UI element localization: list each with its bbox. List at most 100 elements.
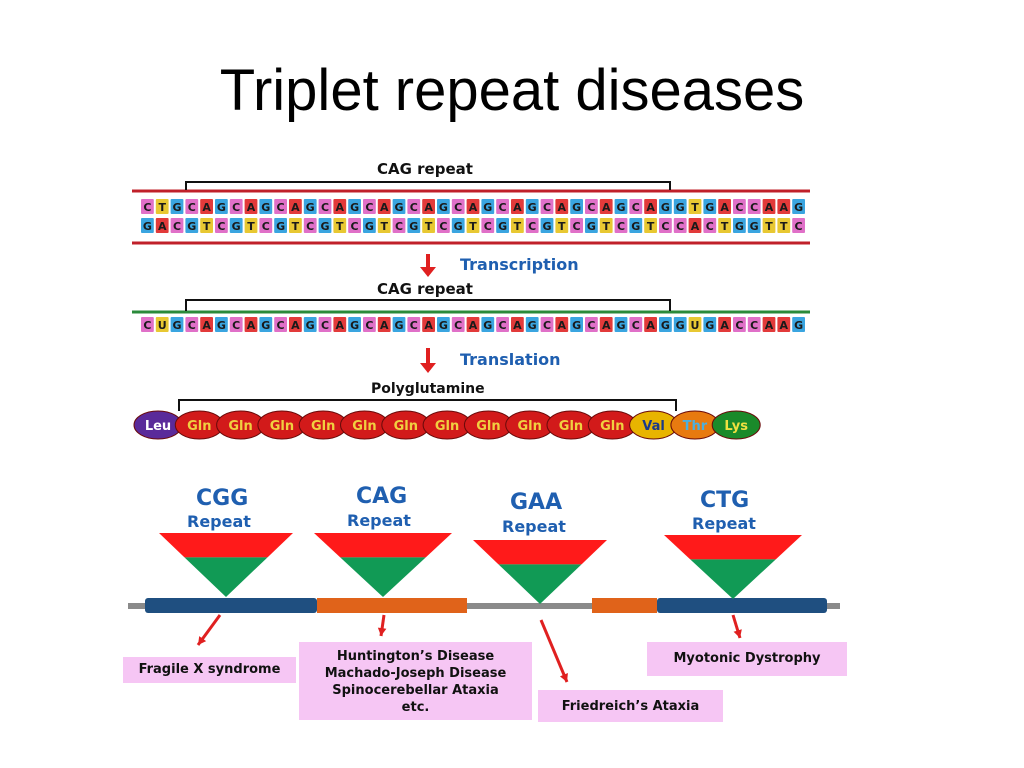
disease-line: Myotonic Dystrophy <box>673 651 821 666</box>
base-tile <box>155 218 169 233</box>
disease-box-fragile-x: Fragile X syndrome <box>123 657 296 683</box>
mrna-base: G <box>794 319 803 332</box>
base-tile <box>215 317 228 332</box>
base-tile <box>200 199 213 214</box>
mrna-base: C <box>410 319 418 332</box>
amino-acid-label: Lys <box>724 419 748 434</box>
base-tile <box>363 199 376 214</box>
mrna-repeat-label: CAG repeat <box>377 280 473 298</box>
base-tile <box>570 218 583 233</box>
base-tile <box>777 199 791 214</box>
mrna-base: A <box>247 319 256 332</box>
dna-bottom-base: T <box>765 220 773 233</box>
mrna-base: C <box>499 319 507 332</box>
base-tile <box>540 199 554 214</box>
cgg-repeat-triangle-red <box>159 533 293 558</box>
base-tile <box>259 218 273 233</box>
base-tile <box>200 218 213 233</box>
base-tile <box>629 199 643 214</box>
cgg-repeat-triangle-green <box>184 557 268 597</box>
amino-acid-label: Gln <box>394 419 418 434</box>
base-tile <box>511 218 524 233</box>
mrna-base: G <box>483 319 492 332</box>
mrna-repeat-bracket <box>185 299 671 311</box>
base-tile <box>599 199 613 214</box>
base-tile <box>377 199 391 214</box>
dna-bottom-base: T <box>558 220 566 233</box>
mrna-base: A <box>602 319 611 332</box>
amino-acid-label: Gln <box>187 419 211 434</box>
dna-top-base: C <box>232 201 240 214</box>
dna-bottom-base: G <box>320 220 329 233</box>
base-tile <box>629 317 643 332</box>
base-tile <box>407 218 421 233</box>
cag-disease-arrow-head <box>377 627 387 636</box>
base-tile <box>229 218 243 233</box>
base-tile <box>762 218 776 233</box>
dna-top-base: G <box>172 201 181 214</box>
dna-top-base: C <box>750 201 758 214</box>
disease-line: etc. <box>401 700 430 715</box>
base-tile <box>481 317 495 332</box>
base-tile <box>422 218 435 233</box>
dna-bottom-base: G <box>454 220 463 233</box>
dna-bottom-base: C <box>676 220 684 233</box>
dna-bottom-base: G <box>498 220 507 233</box>
dna-top-base: C <box>410 201 418 214</box>
base-tile <box>451 218 465 233</box>
translation-arrow-head <box>420 363 436 373</box>
base-tile <box>659 218 672 233</box>
amino-acid-label: Val <box>642 419 665 434</box>
dna-top-base: A <box>291 201 300 214</box>
mrna-base: G <box>705 319 714 332</box>
base-tile <box>170 317 184 332</box>
amino-acid-label: Gln <box>270 419 294 434</box>
mrna-base: A <box>469 319 478 332</box>
dna-top-base: C <box>365 201 373 214</box>
dna-top-base: A <box>558 201 567 214</box>
base-tile <box>718 317 731 332</box>
base-tile <box>185 317 199 332</box>
base-tile <box>348 199 361 214</box>
dna-top-base: G <box>676 201 685 214</box>
dna-bottom-base: T <box>469 220 477 233</box>
dna-bottom-base: G <box>750 220 759 233</box>
amino-acid-label: Gln <box>600 419 624 434</box>
base-tile <box>215 199 228 214</box>
fragile-x-arrow-head <box>198 636 207 645</box>
cag-repeat-triangle-red <box>314 533 452 558</box>
mrna-base: C <box>143 319 151 332</box>
dna-top-base: C <box>543 201 551 214</box>
dna-top-base: G <box>350 201 359 214</box>
base-tile <box>747 317 761 332</box>
dna-top-base: A <box>424 201 433 214</box>
base-tile <box>614 199 628 214</box>
dna-bottom-base: T <box>247 220 255 233</box>
base-tile <box>792 218 805 233</box>
mrna-base: C <box>750 319 758 332</box>
dna-bottom-base: C <box>528 220 536 233</box>
disease-line: Huntington’s Disease <box>336 649 495 664</box>
dna-bottom-base: C <box>173 220 181 233</box>
dna-top-base: G <box>217 201 226 214</box>
base-tile <box>777 317 791 332</box>
dna-bottom-base: C <box>351 220 359 233</box>
dna-top-base: T <box>691 201 699 214</box>
polyglutamine-label: Polyglutamine <box>371 381 485 397</box>
dna-top-base: A <box>202 201 211 214</box>
dna-bottom-base: T <box>292 220 300 233</box>
dna-bottom-base: T <box>721 220 729 233</box>
mrna-base: C <box>587 319 595 332</box>
repeat-word-gaa: Repeat <box>502 517 566 536</box>
base-tile <box>762 199 776 214</box>
gaa-repeat-triangle-green <box>498 564 582 604</box>
base-tile <box>555 317 569 332</box>
base-tile <box>422 317 435 332</box>
gene-noncoding-segment <box>145 598 317 613</box>
mrna-base: C <box>232 319 240 332</box>
dna-top-base: G <box>483 201 492 214</box>
dna-bottom-base: T <box>425 220 433 233</box>
dna-top-base: A <box>780 201 789 214</box>
dna-bottom-base: C <box>795 220 803 233</box>
dna-bottom-base: C <box>217 220 225 233</box>
